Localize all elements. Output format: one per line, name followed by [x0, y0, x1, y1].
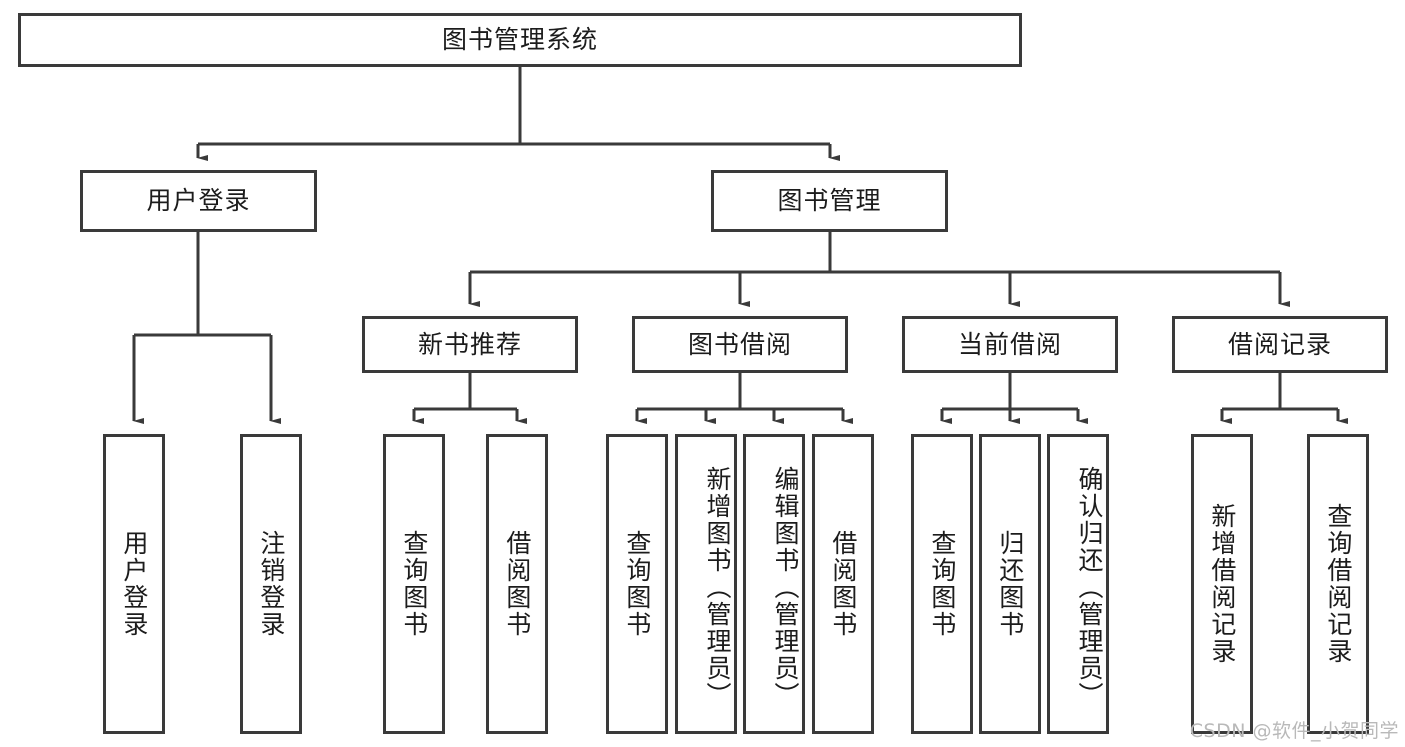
node-label: 借阅图书	[502, 530, 532, 638]
node-label: 归还图书	[995, 530, 1025, 638]
node-label: 查询图书	[622, 530, 652, 638]
node-label: 用户登录	[119, 530, 149, 638]
node-leaf-borrow-book-1[interactable]: 借阅图书	[486, 434, 548, 734]
node-label: 新增借阅记录	[1207, 503, 1237, 665]
node-label: 用户登录	[146, 186, 251, 216]
watermark-text: CSDN @软件_小贺同学	[1189, 720, 1399, 742]
node-leaf-query-record[interactable]: 查询借阅记录	[1307, 434, 1369, 734]
node-label: 图书借阅	[687, 329, 792, 359]
node-user-login[interactable]: 用户登录	[80, 170, 317, 232]
node-label: 图书管理	[777, 186, 882, 216]
node-label: 查询借阅记录	[1323, 503, 1353, 665]
node-label: 查询图书	[399, 530, 429, 638]
node-leaf-return-book[interactable]: 归还图书	[979, 434, 1041, 734]
node-label: 借阅记录	[1227, 329, 1332, 359]
node-label: 借阅图书	[828, 530, 858, 638]
node-label: 编辑图书（管理员）	[771, 465, 800, 709]
node-leaf-confirm-return[interactable]: 确认归还（管理员）	[1047, 434, 1109, 734]
node-new-book-recommend[interactable]: 新书推荐	[362, 316, 578, 373]
node-leaf-query-book-3[interactable]: 查询图书	[911, 434, 973, 734]
node-borrow-record[interactable]: 借阅记录	[1172, 316, 1388, 373]
node-book-management[interactable]: 图书管理	[711, 170, 948, 232]
node-leaf-logout-login[interactable]: 注销登录	[240, 434, 302, 734]
node-label: 注销登录	[256, 530, 286, 638]
node-leaf-add-book[interactable]: 新增图书（管理员）	[675, 434, 737, 734]
node-leaf-add-record[interactable]: 新增借阅记录	[1191, 434, 1253, 734]
node-book-management-system[interactable]: 图书管理系统	[18, 13, 1022, 67]
node-book-borrow[interactable]: 图书借阅	[632, 316, 848, 373]
node-leaf-borrow-book-2[interactable]: 借阅图书	[812, 434, 874, 734]
node-label: 新增图书（管理员）	[703, 465, 732, 709]
node-label: 确认归还（管理员）	[1075, 465, 1104, 709]
node-current-borrow[interactable]: 当前借阅	[902, 316, 1118, 373]
node-leaf-query-book-1[interactable]: 查询图书	[383, 434, 445, 734]
node-label: 查询图书	[927, 530, 957, 638]
node-label: 当前借阅	[957, 329, 1062, 359]
node-leaf-edit-book[interactable]: 编辑图书（管理员）	[743, 434, 805, 734]
node-leaf-query-book-2[interactable]: 查询图书	[606, 434, 668, 734]
node-label: 图书管理系统	[441, 25, 598, 55]
node-label: 新书推荐	[417, 329, 522, 359]
node-leaf-user-login[interactable]: 用户登录	[103, 434, 165, 734]
